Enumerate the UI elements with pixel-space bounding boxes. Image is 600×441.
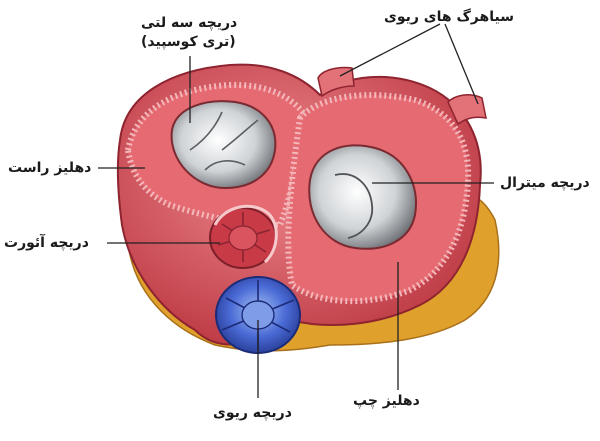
label-aortic-valve: دریچه آئورت	[4, 235, 89, 251]
aortic-valve	[209, 204, 278, 269]
tricuspid-valve	[170, 100, 277, 190]
mitral-valve-slit	[334, 173, 374, 239]
pulmonary-valve	[215, 276, 301, 354]
label-pulmonary-veins: سیاهرگ های ریوی	[384, 9, 514, 25]
label-pulmonary-valve: دریچه ریوی	[213, 405, 292, 421]
leader-pulmonary-veins-a	[339, 23, 441, 77]
label-tricuspid-line1: دریچه سه لتی	[141, 15, 238, 31]
label-right-atrium: دهلیز راست	[8, 160, 92, 176]
label-mitral-valve: دریچه میترال	[500, 175, 590, 191]
mitral-valve	[308, 144, 417, 250]
pulmonary-vein-left	[317, 66, 355, 98]
tricuspid-valve-leaflets	[189, 111, 259, 171]
label-left-atrium: دهلیز چپ	[353, 393, 420, 409]
leader-lines	[98, 23, 494, 398]
pulmonary-vein-right	[447, 94, 487, 126]
leader-pulmonary-veins-b	[444, 23, 479, 105]
label-tricuspid-line2: (تری کوسپید)	[141, 34, 236, 50]
